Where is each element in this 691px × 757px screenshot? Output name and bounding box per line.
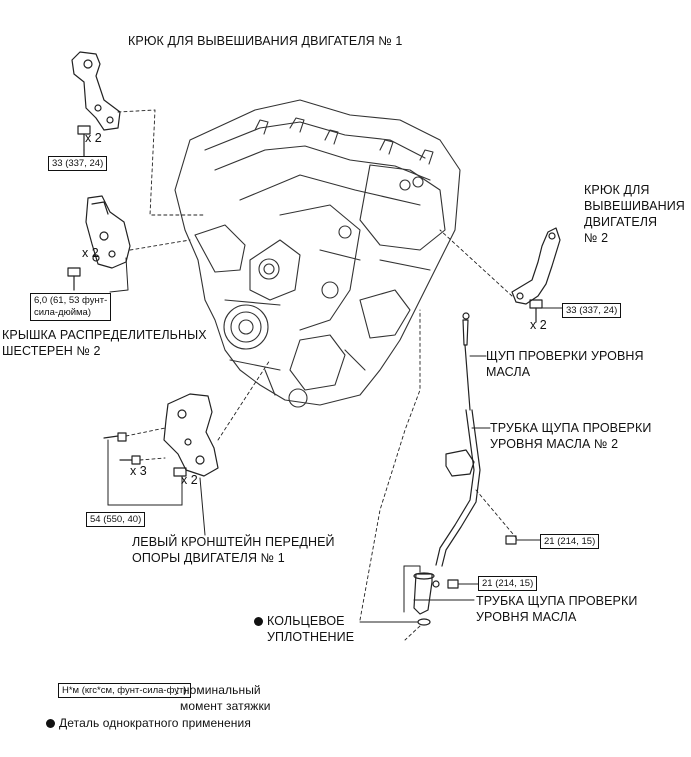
legend-torque-desc-line1: : номинальный <box>176 683 261 697</box>
label-o-ring-line1: КОЛЬЦЕВОЕ <box>254 614 345 629</box>
bracket-bolts <box>103 432 187 477</box>
hook1-bolt <box>77 125 91 151</box>
legend-single-use: Деталь однократного применения <box>46 716 251 731</box>
single-use-dot-icon <box>254 617 263 626</box>
qty-hook1: x 2 <box>85 131 102 145</box>
engine-assembly <box>174 99 461 408</box>
torque-guide2: 21 (214, 15) <box>540 534 600 549</box>
label-o-ring-line2: УПЛОТНЕНИЕ <box>267 630 355 644</box>
label-bracket-line2: ОПОРЫ ДВИГАТЕЛЯ № 1 <box>132 551 285 565</box>
guide2-bolt <box>505 535 517 545</box>
label-timing-cover-line1: КРЫШКА РАСПРЕДЕЛИТЕЛЬНЫХ <box>2 328 207 342</box>
legend-torque-unit-box: Н*м (кгс*см, фунт-сила-фут) <box>58 683 191 698</box>
label-hook2-line4: № 2 <box>584 231 609 245</box>
cover-bolt <box>67 267 81 291</box>
label-guide2-line2: УРОВНЯ МАСЛА № 2 <box>490 437 619 451</box>
engine-mounting-bracket <box>163 393 219 477</box>
label-hook2-line2: ВЫВЕШИВАНИЯ <box>584 199 685 213</box>
legend-single-use-text: Деталь однократного применения <box>59 716 251 730</box>
label-guide2-line1: ТРУБКА ЩУПА ПРОВЕРКИ <box>490 421 652 435</box>
guide-bolt <box>447 579 459 589</box>
qty-cover: x 2 <box>82 246 99 260</box>
label-guide-line1: ТРУБКА ЩУПА ПРОВЕРКИ <box>476 594 638 608</box>
qty-bracket-b: x 2 <box>181 473 198 487</box>
legend-torque-desc-line2: момент затяжки <box>180 699 271 713</box>
label-dipstick-line1: ЩУП ПРОВЕРКИ УРОВНЯ <box>486 349 644 363</box>
label-hook2-line1: КРЮК ДЛЯ <box>584 183 650 197</box>
label-hook2-line3: ДВИГАТЕЛЯ <box>584 215 658 229</box>
label-timing-cover-line2: ШЕСТЕРЕН № 2 <box>2 344 101 358</box>
label-bracket-line1: ЛЕВЫЙ КРОНШТЕЙН ПЕРЕДНЕЙ <box>132 535 335 549</box>
legend-dot-icon <box>46 719 55 728</box>
qty-bracket-a: x 3 <box>130 464 147 478</box>
torque-cover-line1: 6,0 (61, 53 фунт- <box>34 295 108 306</box>
oil-level-gauge-guide-2 <box>435 409 481 567</box>
torque-bracket: 54 (550, 40) <box>86 512 146 527</box>
torque-guide: 21 (214, 15) <box>478 576 538 591</box>
label-engine-hanger-1: КРЮК ДЛЯ ВЫВЕШИВАНИЯ ДВИГАТЕЛЯ № 1 <box>128 34 403 48</box>
label-o-ring-text: КОЛЬЦЕВОЕ <box>267 614 345 628</box>
torque-cover: 6,0 (61, 53 фунт- сила-дюйма) <box>30 293 112 321</box>
torque-hook2: 33 (337, 24) <box>562 303 622 318</box>
engine-hanger-1 <box>71 51 121 131</box>
torque-hook1: 33 (337, 24) <box>48 156 108 171</box>
label-guide-line2: УРОВНЯ МАСЛА <box>476 610 577 624</box>
qty-hook2: x 2 <box>530 318 547 332</box>
oil-level-gauge-guide <box>413 572 440 626</box>
oil-dipstick <box>462 312 471 411</box>
label-dipstick-line2: МАСЛА <box>486 365 531 379</box>
torque-cover-line2: сила-дюйма) <box>34 307 91 318</box>
engine-hanger-2 <box>511 227 561 305</box>
